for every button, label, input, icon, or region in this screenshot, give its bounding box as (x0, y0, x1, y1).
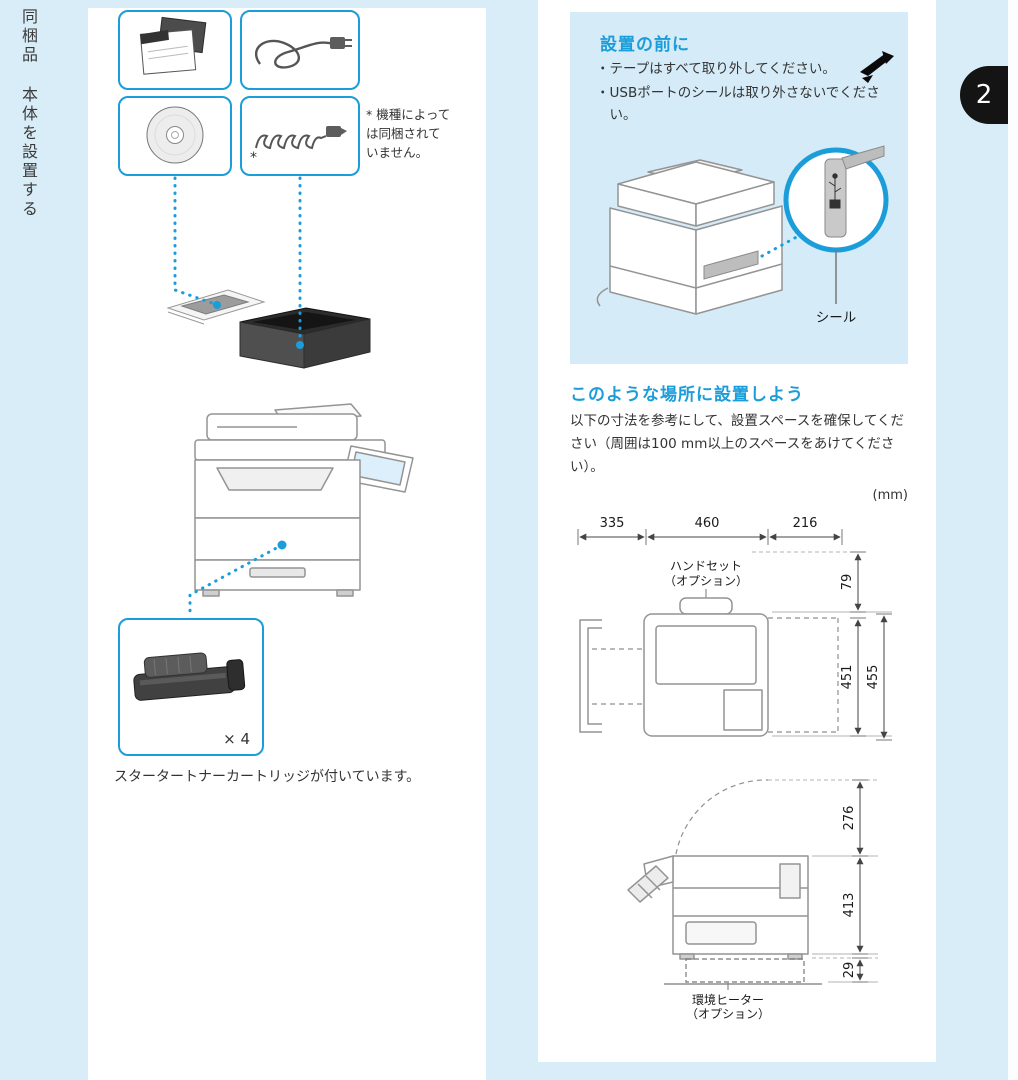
printer-isometric (596, 159, 783, 315)
dim-width-460: 460 (695, 516, 720, 531)
dim-height-79: 79 (840, 574, 855, 591)
open-cover-arc (675, 779, 769, 855)
heater-dashed-outline (685, 958, 805, 983)
manuals-icon (139, 16, 207, 75)
printer-top-view (579, 597, 769, 737)
phone-cord-icon (255, 126, 347, 150)
seal-strip (703, 250, 759, 280)
handset-label-line1: ハンドセット (670, 559, 742, 573)
power-cord-icon (254, 37, 352, 69)
side-view-diagram: 276 413 29 環境ヒーター （オプション） (627, 779, 878, 1021)
dotted-line-seal-to-zoom (760, 232, 804, 258)
dim-height-455: 455 (866, 665, 881, 690)
dim-height-413: 413 (842, 893, 857, 918)
heater-label-line1: 環境ヒーター (692, 992, 764, 1007)
included-item-box-power-cord (240, 10, 360, 90)
handset-side-shape (627, 865, 669, 903)
dim-width-335: 335 (600, 516, 625, 531)
dotted-line-printer-to-toner (188, 543, 284, 618)
dim-height-276: 276 (842, 806, 857, 831)
toner-cartridge-box: × 4 (118, 618, 264, 756)
toner-caption: スタータートナーカートリッジが付いています。 (114, 769, 421, 785)
dim-height-29: 29 (842, 962, 857, 979)
before-install-title: 設置の前に (600, 35, 690, 55)
dim-height-451: 451 (840, 665, 855, 690)
side-label-included-items: 同梱品 (19, 8, 38, 65)
usb-seal-illustration: シール (596, 145, 889, 326)
seal-label: シール (816, 310, 857, 326)
cd-icon (146, 106, 204, 164)
tape-icon (860, 51, 894, 83)
placement-body: 以下の寸法を参考にして、設置スペースを確保してください（周囲は100 mm以上の… (570, 413, 904, 475)
packaging-illustration (166, 289, 371, 369)
model-dependent-note: * 機種によって は同梱されて いません。 (366, 107, 451, 160)
side-label-install-unit: 本体を設置する (19, 86, 38, 219)
placement-title: このような場所に設置しよう (570, 385, 804, 405)
model-note-asterisk: * (250, 150, 257, 166)
before-install-bullet-tape: ・テープはすべて取り外してください。 (596, 61, 836, 77)
handset-shape (679, 597, 733, 615)
handset-label-line2: （オプション） (664, 574, 748, 588)
before-install-bullet-usb-seal: ・USBポートのシールは取り外さないでください。 (596, 85, 880, 124)
right-edge-strip (1008, 0, 1018, 1080)
top-view-diagram: 335 460 216 79 451 455 ハンドセット （オプション） (577, 516, 892, 741)
packing-box (239, 307, 371, 369)
toner-count-label: × 4 (223, 730, 250, 748)
printer-side-view (627, 855, 809, 960)
included-item-box-manuals (118, 10, 232, 90)
dim-width-216: 216 (793, 516, 818, 531)
included-item-box-phone-cord: * (240, 96, 360, 176)
heater-label-line2: （オプション） (686, 1007, 770, 1021)
toner-cartridge-icon (133, 652, 246, 701)
unit-label: (mm) (872, 488, 908, 503)
dotted-line-cd-to-tray (173, 176, 214, 305)
included-item-box-cd (118, 96, 232, 176)
usb-symbol-icon (828, 173, 842, 209)
page-number-tab: 2 (960, 66, 1008, 124)
dotted-connectors (173, 176, 304, 618)
page-number: 2 (975, 80, 993, 110)
printer-front-illustration (194, 403, 414, 597)
